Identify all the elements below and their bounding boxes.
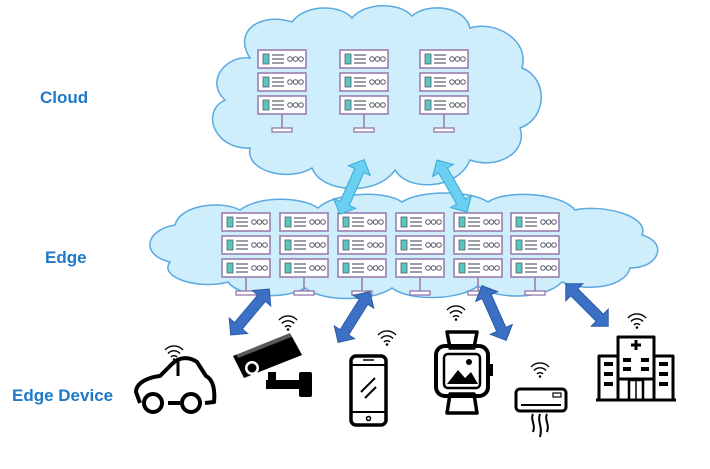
edge-device-arrow-hospital: [565, 283, 609, 327]
smartphone-icon: [349, 354, 388, 427]
air-conditioner-icon: [514, 387, 568, 438]
car-icon: [134, 356, 217, 414]
cloud-tier: [211, 5, 542, 190]
cloud-edge-arrow-left: [332, 158, 372, 216]
wifi-icon: [446, 305, 466, 322]
security-camera-icon: [233, 332, 312, 397]
ac-device: [514, 362, 568, 438]
cloud-edge-arrow-right: [431, 159, 473, 213]
hospital-icon: [596, 335, 676, 402]
wifi-icon: [530, 362, 550, 379]
hospital-device: [596, 313, 676, 402]
car-device: [134, 345, 217, 414]
edge-tier: [149, 192, 659, 300]
edge-device-arrows: [228, 283, 609, 344]
wifi-icon: [278, 315, 298, 332]
edge-device-arrow-watch: [474, 284, 514, 342]
edge-label: Edge: [45, 248, 87, 267]
smartwatch-icon: [434, 330, 493, 415]
phone-device: [349, 330, 397, 427]
edge-device-label: Edge Device: [12, 386, 114, 405]
wifi-icon: [377, 330, 397, 347]
camera-device: [233, 315, 312, 397]
wifi-icon: [627, 313, 647, 330]
cloud-label: Cloud: [40, 88, 89, 107]
edge-device-arrow-camera: [228, 288, 272, 336]
watch-device: [434, 305, 493, 415]
edge-device-arrow-phone: [333, 290, 375, 344]
cloud-edge-arrows: [332, 158, 473, 216]
edge-devices: [134, 305, 676, 438]
